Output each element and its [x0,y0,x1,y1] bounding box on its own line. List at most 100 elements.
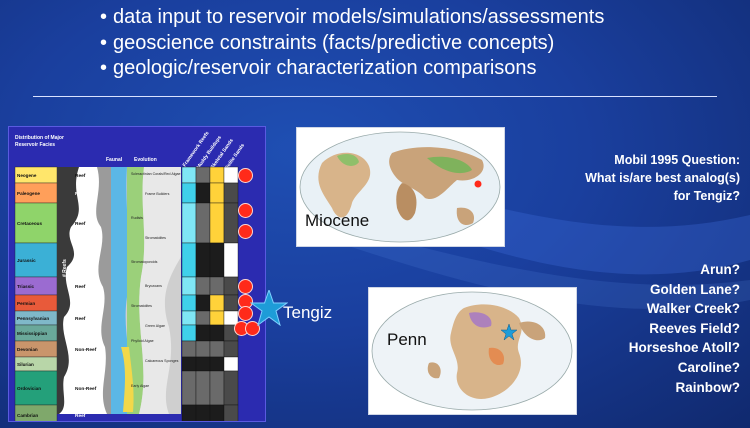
period-label: Cretaceous [17,221,42,226]
candidate-item: Caroline? [677,359,740,375]
framework-reefs-header: Framework Reefs [182,130,211,168]
evolution-note: Stromatolites [131,304,152,308]
facies-cell [181,182,197,204]
facies-cell [181,166,197,184]
chart-title-line-1: Distribution of Major [15,135,64,141]
period-label: Mississippian [17,331,47,336]
marker-dot [238,224,253,239]
facies-cell [209,182,225,204]
period-label: Cambrian [17,413,38,418]
facies-cell [181,310,197,326]
facies-cell [223,356,239,372]
bullet-item: geologic/reservoir characterization comp… [100,56,604,82]
period-column: NeogenePaleogeneCretaceousJurassicTriass… [14,166,58,421]
marker-dot [238,168,253,183]
analog-markers [234,166,274,346]
period-label: Pennsylvanian [17,316,49,321]
marker-dot [238,279,253,294]
facies-label: Reef [75,413,86,419]
facies-cell [181,324,197,342]
bullet-list: data input to reservoir models/simulatio… [100,5,604,82]
facies-label: Reef [75,362,86,368]
facies-cell [181,202,197,244]
tengiz-star-icon [250,290,288,326]
facies-cell [209,166,225,184]
analog-candidates: Arun? Golden Lane? Walker Creek? Reeves … [629,260,740,397]
penn-globe [371,291,573,411]
period-label: Paleogene [17,191,40,196]
evolution-note: Early Algae [131,384,149,388]
facies-cell [209,370,225,406]
analog-question: Mobil 1995 Question: What is/are best an… [585,151,740,205]
facies-label: Non-Reef [75,331,97,337]
miocene-map: Miocene [296,127,505,247]
facies-label: Non-Reef [75,301,97,307]
candidate-item: Reeves Field? [649,320,740,336]
question-line: What is/are best analog(s) [585,171,740,185]
reef-curve-right [96,167,111,414]
penn-map: Penn [368,287,577,415]
facies-cell [209,202,225,244]
period-label: Neogene [17,173,37,178]
evolution-note: Phylloid Algae [131,339,154,343]
period-cell [14,202,58,244]
facies-cell [195,356,211,372]
facies-cell [209,404,225,421]
period-label: Ordovician [17,386,41,391]
bullet-item: geoscience constraints (facts/predictive… [100,31,604,57]
facies-cell [181,356,197,372]
facies-label: Non-Reef [75,386,97,392]
facies-label: Non-Reef [75,347,97,353]
facies-cell [181,340,197,358]
evolution-note: Calcareous Sponges [145,359,179,363]
evolution-note: Scleractinian Corals/Red Algae [131,172,181,176]
evolution-note: Frame Builders [145,192,170,196]
facies-cell [223,404,239,421]
facies-label: Reef [75,173,86,179]
evolution-note: Stromatolites [145,236,166,240]
facies-cell [181,294,197,312]
evolution-header: Evolution [134,157,157,163]
period-label: Devonian [17,347,38,352]
facies-label: Reef [75,221,86,227]
evolution-note: Rudists [131,216,143,220]
facies-cell [195,294,211,312]
period-label: Permian [17,301,35,306]
facies-label: Non-Reef [75,258,97,264]
chart-title-line-2: Reservoir Facies [15,142,55,148]
evolution-note: Stromatoporoids [131,260,158,264]
period-label: Jurassic [17,258,36,263]
facies-cell [181,242,197,278]
period-label: Silurian [17,362,34,367]
marker-dot [245,321,260,336]
evolution-note: Green Algae [145,324,165,328]
question-line: for Tengiz? [673,189,740,203]
facies-columns [181,166,239,421]
facies-cell [209,310,225,326]
facies-cell [181,276,197,296]
facies-cell [195,202,211,244]
facies-cell [195,324,211,342]
facies-cell [209,356,225,372]
facies-cell [209,276,225,296]
reef-distribution-chart: Distribution of Major Reservoir Facies F… [8,126,266,422]
period-cell [14,370,58,406]
evolution-note: Bryozoans [145,284,162,288]
facies-cell [209,340,225,358]
miocene-label: Miocene [305,211,370,230]
candidate-item: Horseshoe Atoll? [628,340,740,356]
question-line: Mobil 1995 Question: [614,153,740,167]
facies-cell [223,370,239,406]
tengiz-label: Tengiz [283,303,333,322]
reef-chart-svg: Distribution of Major Reservoir Facies F… [14,130,246,421]
candidate-item: Walker Creek? [646,301,740,317]
facies-cell [209,324,225,342]
candidate-item: Golden Lane? [649,281,740,297]
facies-cell [195,404,211,421]
facies-cell [181,404,197,421]
marker-dot [238,203,253,218]
facies-labels: ReefNon-ReefReefNon-ReefReefNon-ReefReef… [75,173,97,419]
facies-label: Reef [75,316,86,322]
evolution-band-green [127,167,145,414]
